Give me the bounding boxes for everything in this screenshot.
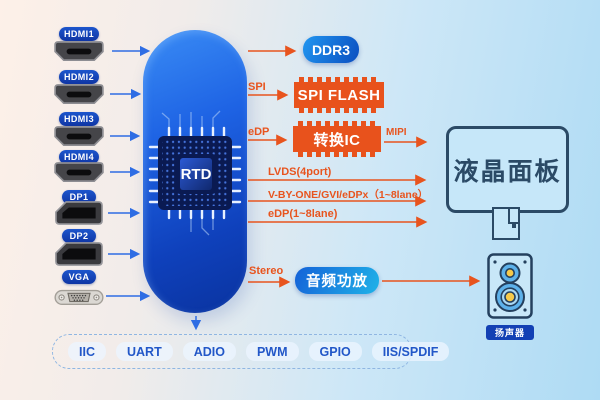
hdmi-connector-icon — [54, 41, 104, 61]
io-pill-pwm: PWM — [245, 342, 299, 361]
port-label-vga: VGA — [62, 270, 96, 284]
stereo-bus-label: Stereo — [249, 265, 284, 277]
displayport-connector-icon — [55, 242, 103, 266]
panel-cable-pin — [512, 222, 516, 228]
mipi-bus-label: MIPI — [386, 127, 407, 138]
lvds-link-label: LVDS(4port) — [268, 166, 332, 178]
port-label-hdmi1: HDMI1 — [59, 27, 99, 41]
speaker-label: 扬声器 — [486, 325, 534, 340]
hdmi-connector-icon — [54, 126, 104, 146]
spi-flash-box: SPI FLASH — [294, 77, 384, 113]
chip-pins — [148, 126, 242, 220]
displayport-connector-icon — [55, 201, 103, 225]
io-pill-iis-spdif: IIS/SPDIF — [371, 342, 450, 361]
ddr3-box: DDR3 — [303, 36, 359, 63]
io-pill-adio: ADIO — [182, 342, 236, 361]
vga-connector-icon — [54, 289, 104, 306]
chip-label: RTD — [181, 166, 212, 183]
speaker-icon — [487, 253, 533, 319]
circuit-traces — [161, 110, 221, 236]
spi-bus-label: SPI — [248, 81, 266, 93]
io-interface-bar: IIC UART ADIO PWM GPIO IIS/SPDIF — [52, 334, 450, 369]
edp-link-label: eDP(1~8lane) — [268, 208, 338, 220]
converter-ic-box: 转换IC — [293, 121, 381, 157]
vbyone-link-label: V-BY-ONE/GVI/eDPx（1~8lane） — [268, 189, 429, 201]
hdmi-connector-icon — [54, 84, 104, 104]
port-label-dp2: DP2 — [62, 229, 96, 243]
port-label-hdmi2: HDMI2 — [59, 70, 99, 84]
io-pill-gpio: GPIO — [308, 342, 362, 361]
audio-amp-box: 音频功放 — [295, 267, 379, 294]
port-label-dp1: DP1 — [62, 190, 96, 204]
lcd-panel: 液晶面板 — [446, 126, 569, 213]
hdmi-connector-icon — [54, 162, 104, 182]
port-label-hdmi4: HDMI4 — [59, 150, 99, 164]
edp-bus-label: eDP — [248, 126, 270, 138]
io-pill-uart: UART — [115, 342, 173, 361]
port-label-hdmi3: HDMI3 — [59, 112, 99, 126]
io-pill-iic: IIC — [68, 342, 106, 361]
rtd-chip-icon: RTD — [148, 110, 242, 236]
